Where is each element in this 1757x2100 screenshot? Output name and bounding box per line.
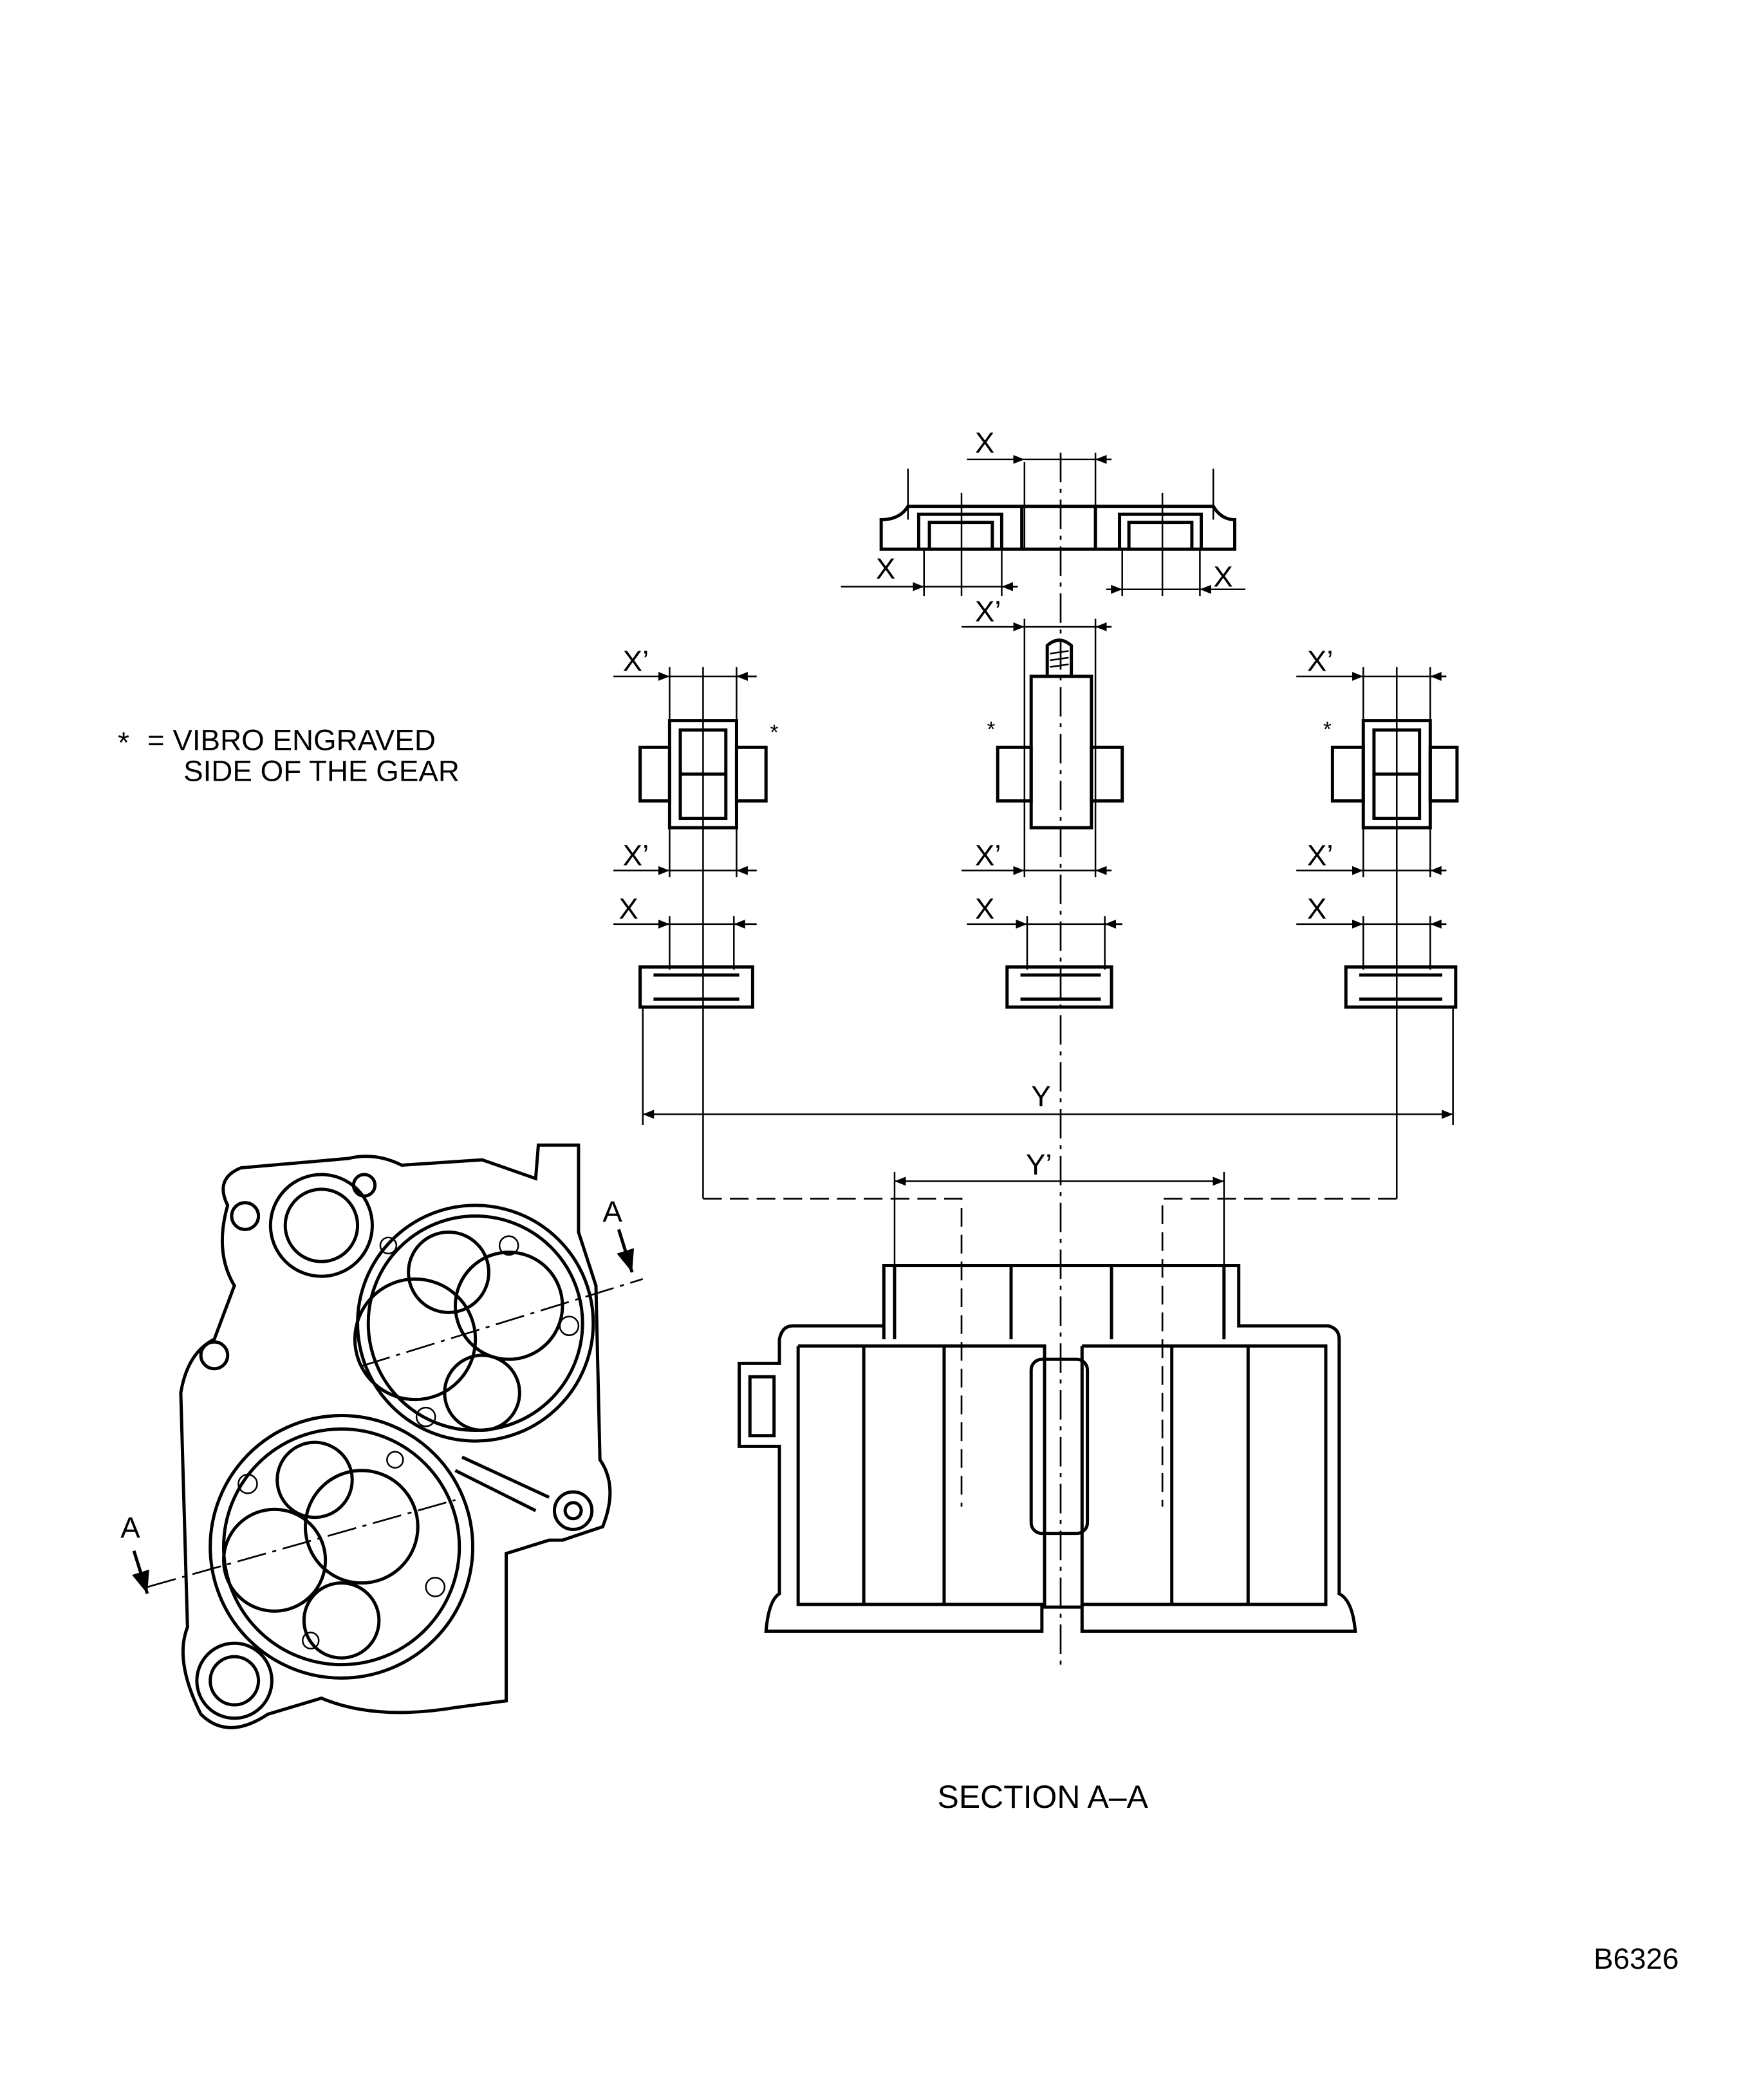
engraved-mark-center: * [987, 718, 996, 742]
engraved-mark-right: * [1323, 718, 1332, 742]
top-cover: X X X [841, 426, 1246, 597]
section-marker-a-lower: A [120, 1511, 140, 1544]
y-dimensions: Y Y’ [642, 1007, 1454, 1507]
dim-x-right-ring: X [1307, 893, 1327, 925]
housing-section [738, 1264, 1357, 1633]
right-gear: X’ * X’ X [1296, 645, 1459, 1199]
legend: * = VIBRO ENGRAVED SIDE OF THE GEAR [118, 723, 460, 787]
left-gear: X’ * X’ X [613, 645, 778, 1199]
dim-x-cover-right: X [1213, 561, 1233, 593]
dim-x-prime-right-bottom: X’ [1307, 839, 1334, 871]
dim-y-prime: Y’ [1026, 1148, 1052, 1181]
dim-x-cover-left: X [876, 552, 896, 585]
gearbox-front-view: A A [120, 1143, 644, 1729]
dim-x-prime-right-top: X’ [1307, 645, 1334, 678]
dim-x-center-ring: X [975, 893, 995, 925]
figure-id: B6326 [1594, 1942, 1678, 1975]
dim-y: Y [1031, 1080, 1051, 1113]
dim-x-prime-left-top: X’ [623, 645, 649, 678]
dim-x-prime-left-bottom: X’ [623, 839, 649, 871]
legend-line-2: SIDE OF THE GEAR [183, 754, 460, 787]
engraved-mark-left: * [770, 721, 778, 745]
dim-x-prime-center-bottom: X’ [975, 839, 1001, 871]
center-gear: X’ * X’ X [962, 595, 1124, 1009]
dim-x-top: X [975, 426, 995, 459]
section-title: SECTION A–A [938, 1779, 1149, 1815]
dim-x-left-ring: X [618, 893, 638, 925]
legend-asterisk: * [118, 727, 129, 759]
dim-x-prime-center-top: X’ [975, 595, 1001, 628]
legend-line-1: = VIBRO ENGRAVED [147, 723, 436, 756]
section-marker-a-upper: A [602, 1195, 622, 1228]
